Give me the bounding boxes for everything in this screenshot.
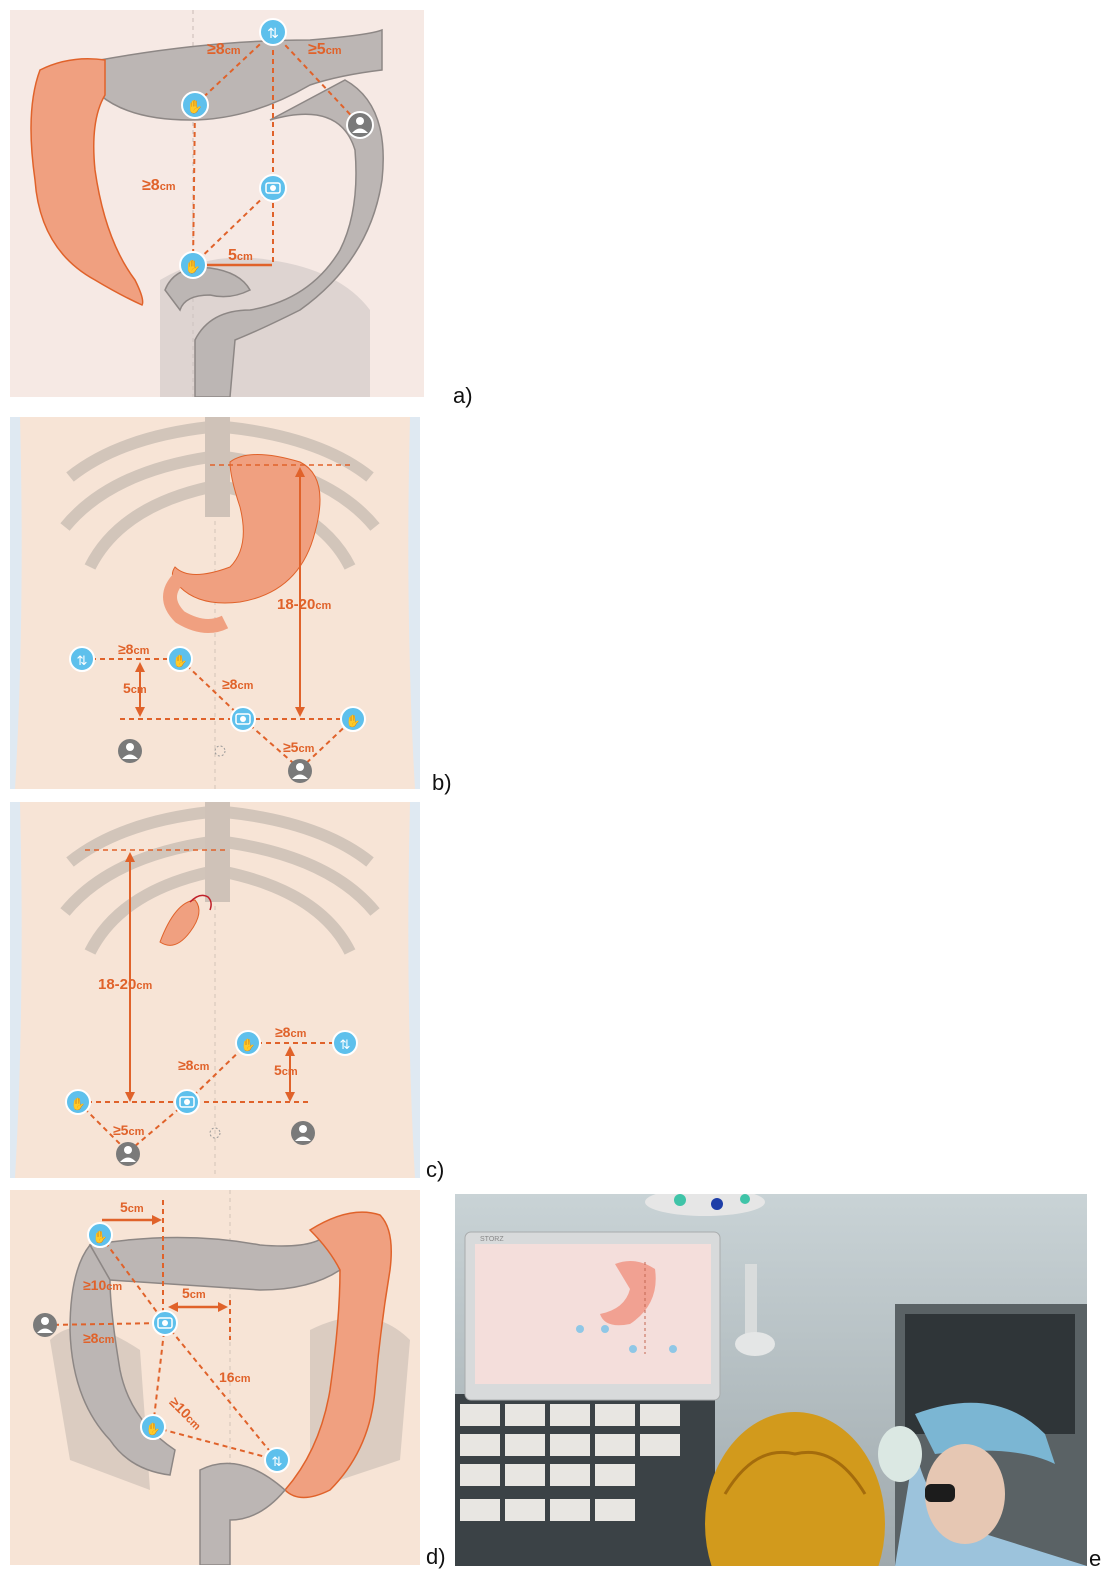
svg-text:✋: ✋ [146,1422,161,1436]
retractor-port-icon: ⇅ [333,1031,357,1055]
retractor-port-icon: ⇅ [265,1448,289,1472]
svg-text:⇅: ⇅ [267,26,279,42]
abdomen-diagram-c: 18-20cm ≥8cm 5cm ≥8cm ≥5cm ✋ ⇅ ✋ [10,802,420,1178]
camera-port-icon [175,1090,199,1114]
surgeon-icon [291,1121,315,1145]
panel-e-photo: STORZ [455,1194,1087,1566]
hand-port-icon: ✋ [88,1223,112,1247]
hand-port-icon: ✋ [66,1090,90,1114]
panel-a: ≥8cm ≥5cm ≥8cm 5cm ⇅ ✋ ✋ [10,10,424,397]
surgeon-icon [288,759,312,783]
panel-b: 18-20cm ≥8cm 5cm ≥8cm ≥5cm ⇅ ✋ ✋ [10,417,420,789]
hand-port-icon: ✋ [236,1031,260,1055]
panel-label-d: d) [426,1544,446,1570]
surgeon-icon [118,739,142,763]
panel-label-b: b) [432,770,452,796]
retractor-port-icon: ⇅ [260,19,286,45]
hand-port-icon: ✋ [182,92,208,118]
monitor-screen [475,1244,711,1384]
camera-port-icon [231,707,255,731]
panel-d: 5cm ≥10cm 5cm ≥8cm 16cm ≥10cm ✋ ✋ ⇅ [10,1190,420,1565]
camera-port-icon [153,1311,177,1335]
colon-diagram-d: 5cm ≥10cm 5cm ≥8cm 16cm ≥10cm ✋ ✋ ⇅ [10,1190,420,1565]
hand-port-icon: ✋ [168,647,192,671]
hand-port-icon: ✋ [341,707,365,731]
surgeon-icon [33,1313,57,1337]
panel-c: 18-20cm ≥8cm 5cm ≥8cm ≥5cm ✋ ⇅ ✋ [10,802,420,1178]
svg-text:✋: ✋ [187,99,203,115]
svg-text:✋: ✋ [71,1097,86,1111]
svg-text:✋: ✋ [185,259,201,275]
panel-label-a: a) [453,383,473,409]
monitor-brand: STORZ [480,1236,504,1243]
hand-port-icon: ✋ [180,252,206,278]
panel-label-e: e [1089,1546,1101,1572]
retractor-port-icon: ⇅ [70,647,94,671]
svg-text:⇅: ⇅ [340,1038,351,1053]
svg-text:✋: ✋ [173,654,188,668]
hand-port-icon: ✋ [141,1415,165,1439]
camera-port-icon [260,175,286,201]
svg-text:✋: ✋ [93,1230,108,1244]
svg-text:⇅: ⇅ [272,1455,283,1470]
colon-diagram-a: ≥8cm ≥5cm ≥8cm 5cm ⇅ ✋ ✋ [10,10,424,397]
svg-text:✋: ✋ [346,714,361,728]
panel-label-c: c) [426,1157,444,1183]
surgeon-icon [116,1142,140,1166]
abdomen-diagram-b: 18-20cm ≥8cm 5cm ≥8cm ≥5cm ⇅ ✋ ✋ [10,417,420,789]
svg-text:✋: ✋ [241,1038,256,1052]
surgeon-icon [347,112,373,138]
operating-room-photo: STORZ [455,1194,1087,1566]
svg-text:⇅: ⇅ [77,654,88,669]
